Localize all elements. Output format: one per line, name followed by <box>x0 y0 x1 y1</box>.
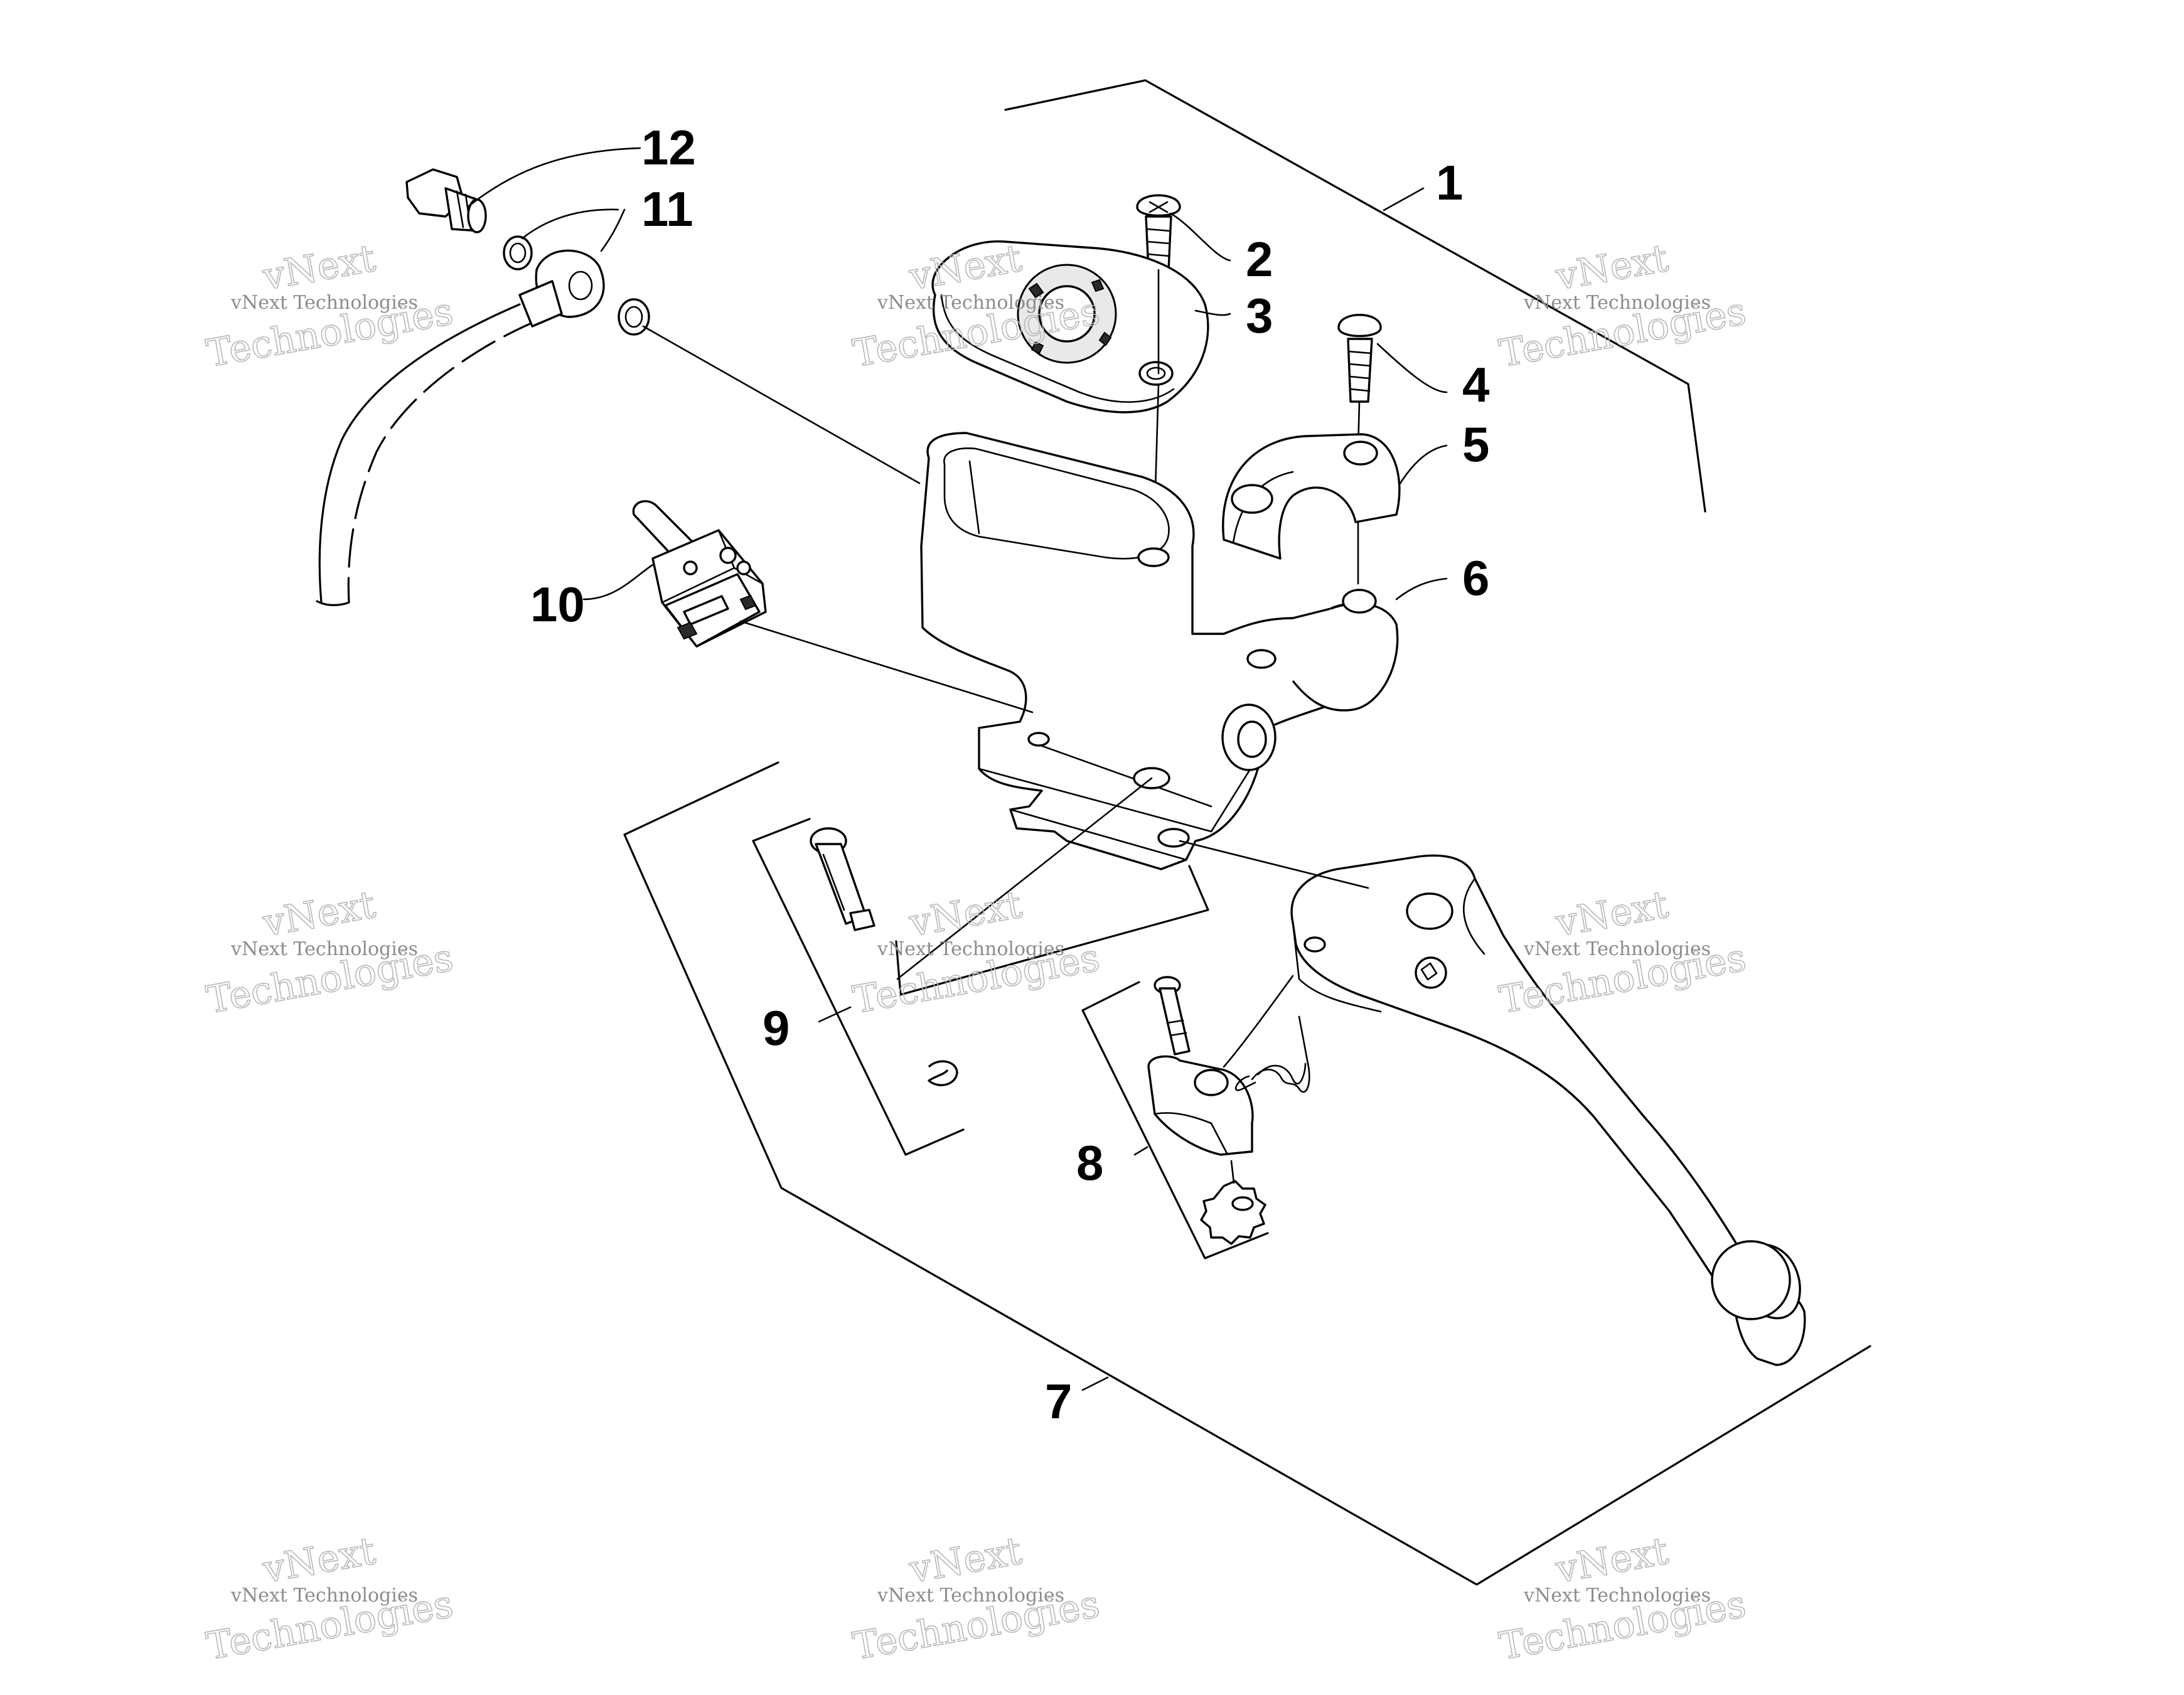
callout-8: 8 <box>1076 1135 1103 1190</box>
leader-lines <box>466 147 1448 1391</box>
svg-text:vNext: vNext <box>259 1529 378 1591</box>
svg-text:vNext Technologies: vNext Technologies <box>230 938 418 960</box>
callout-12: 12 <box>641 120 696 175</box>
svg-text:vNext: vNext <box>259 236 378 299</box>
master-cylinder-body <box>920 432 1399 870</box>
callout-6: 6 <box>1462 550 1489 606</box>
svg-text:vNext Technologies: vNext Technologies <box>1523 938 1711 960</box>
callout-7: 7 <box>1045 1374 1072 1429</box>
watermark: vNext vNext Technologies Technologies <box>849 882 1103 1023</box>
svg-text:vNext: vNext <box>259 882 378 945</box>
svg-text:vNext Technologies: vNext Technologies <box>877 1585 1064 1607</box>
part-8-adjuster-assembly <box>1147 976 1310 1245</box>
part-11-washers-and-banjo <box>503 235 650 336</box>
svg-text:vNext: vNext <box>1552 1529 1671 1591</box>
callout-labels: 1 2 3 4 5 6 7 8 9 10 11 12 <box>530 120 1489 1429</box>
watermark-layer: vNext vNext Technologies Technologies vN… <box>203 236 1750 1669</box>
svg-text:vNext: vNext <box>1552 882 1671 945</box>
svg-text:vNext Technologies: vNext Technologies <box>877 938 1064 960</box>
callout-4: 4 <box>1462 357 1489 412</box>
part-12-banjo-bolt <box>405 168 487 233</box>
brake-hose <box>316 303 540 606</box>
callout-1: 1 <box>1436 155 1463 210</box>
watermark: vNext vNext Technologies Technologies <box>1496 882 1750 1023</box>
svg-text:vNext Technologies: vNext Technologies <box>1523 292 1711 314</box>
svg-text:vNext Technologies: vNext Technologies <box>230 292 418 314</box>
brake-lever <box>1290 854 1806 1366</box>
svg-text:vNext: vNext <box>906 1529 1025 1591</box>
callout-9: 9 <box>763 1000 790 1056</box>
callout-11: 11 <box>641 181 693 237</box>
watermark: vNext vNext Technologies Technologies <box>203 236 457 377</box>
svg-text:vNext Technologies: vNext Technologies <box>1523 1585 1711 1607</box>
callout-2: 2 <box>1246 232 1273 287</box>
part-4-screw <box>1337 314 1382 403</box>
part-3-reservoir-cover <box>931 240 1209 414</box>
part-10-brake-switch <box>632 500 767 648</box>
svg-text:vNext Technologies: vNext Technologies <box>230 1585 418 1607</box>
svg-text:vNext Technologies: vNext Technologies <box>877 292 1064 314</box>
watermark: vNext vNext Technologies Technologies <box>203 1529 457 1669</box>
watermark: vNext vNext Technologies Technologies <box>203 882 457 1023</box>
part-9-pivot-pin <box>810 827 958 1086</box>
watermark: vNext vNext Technologies Technologies <box>1496 236 1750 377</box>
part-5-clamp <box>1222 433 1401 560</box>
svg-text:vNext: vNext <box>906 882 1025 945</box>
watermark: vNext vNext Technologies Technologies <box>849 1529 1103 1669</box>
svg-text:vNext: vNext <box>1552 236 1671 299</box>
callout-10: 10 <box>530 577 585 632</box>
bracket-lines <box>623 79 1871 1586</box>
callout-5: 5 <box>1462 417 1489 472</box>
callout-3: 3 <box>1246 288 1273 343</box>
